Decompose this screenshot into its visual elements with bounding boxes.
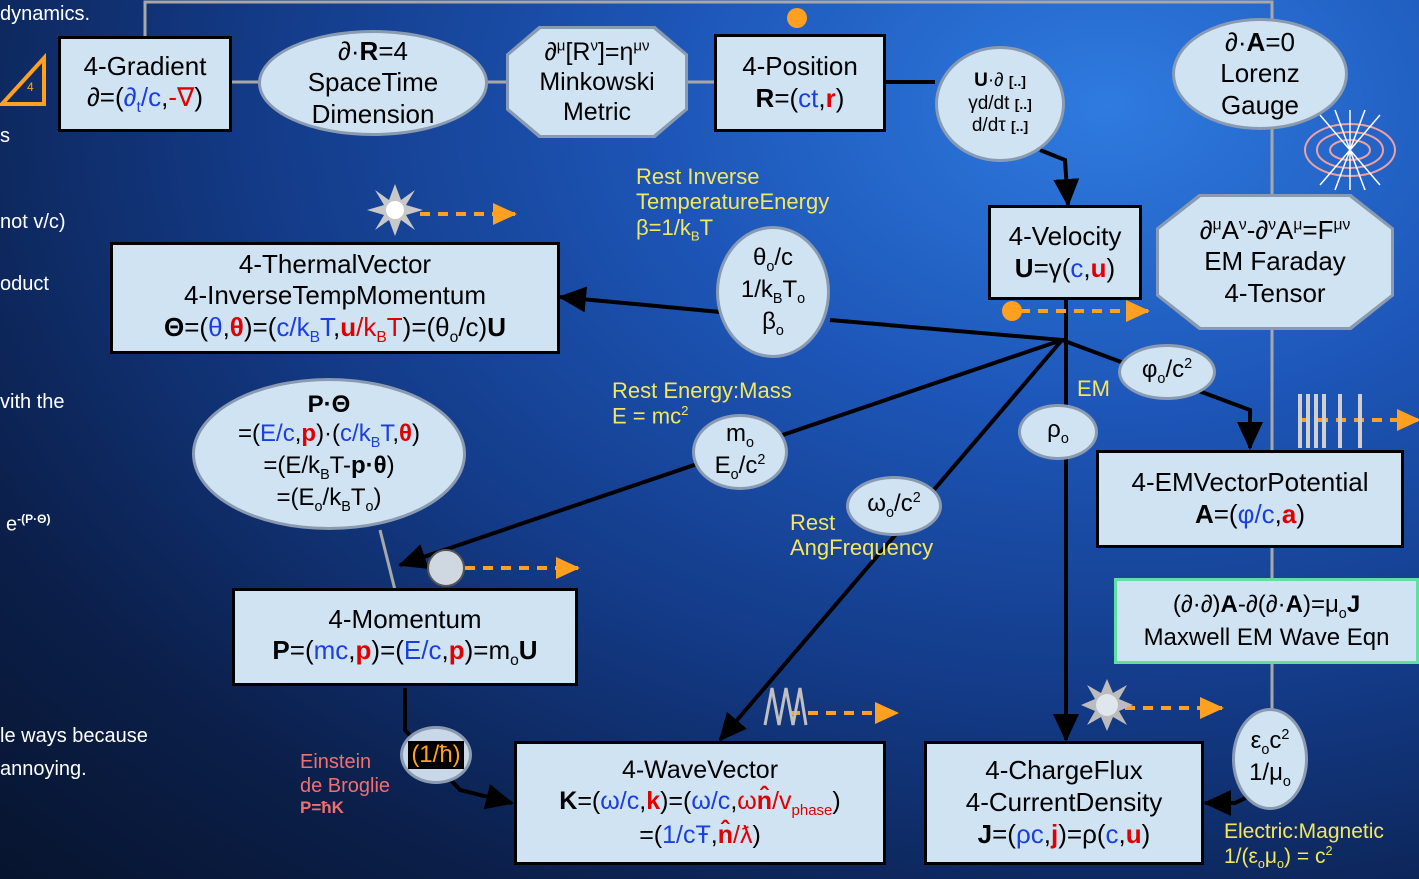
momentum-particle-icon xyxy=(427,549,465,587)
theta-rest-ellipse: θo/c 1/kBTo βo xyxy=(716,226,830,358)
velocity-box: 4-Velocity U=γ(c,u) xyxy=(988,205,1142,300)
spacetime-line3: Dimension xyxy=(311,98,435,129)
momentum-title: 4-Momentum xyxy=(328,603,482,634)
position-box: 4-Position R=(ct,r) xyxy=(714,34,886,132)
eps-line2: 1/μo xyxy=(1249,759,1291,790)
epsilon-mu-ellipse: εoc2 1/μo xyxy=(1232,708,1308,810)
rest-ang-frequency-label: Rest AngFrequency xyxy=(790,510,934,561)
rho-ell-text: ρo xyxy=(1047,415,1069,447)
spacetime-line2: SpaceTime xyxy=(307,67,439,98)
em-label: EM xyxy=(1077,376,1110,401)
minkowski-line3: Metric xyxy=(562,98,632,126)
emvp-equation: A=(φ/c,a) xyxy=(1194,499,1306,529)
wavevector-equation2: =(1/cŦ,n̂/ƛ) xyxy=(639,821,761,850)
orange-dot-velocity xyxy=(1002,301,1022,321)
mass-line1: mo xyxy=(725,419,754,451)
momentum-equation: P=(mc,p)=(E/c,p)=moU xyxy=(272,635,538,670)
lorenz-gauge-ellipse: ∂·A=0 Lorenz Gauge xyxy=(1172,18,1348,130)
position-title: 4-Position xyxy=(742,51,858,82)
minkowski-metric-octagon: ∂μ[Rν]=ημν Minkowski Metric xyxy=(509,29,685,135)
thermal-equation: Θ=(θ,θ)=(c/kBT,u/kBT)=(θo/c)U xyxy=(164,312,506,347)
rho-rest-ellipse: ρo xyxy=(1018,404,1098,460)
inverse-hbar-ellipse: (1/ħ) xyxy=(400,726,472,784)
hbar-ell-text: (1/ħ) xyxy=(408,740,464,770)
faraday-line3: 4-Tensor xyxy=(1224,277,1326,308)
pdot-line4: =(Eo/kBTo) xyxy=(276,484,382,516)
wavevector-title: 4-WaveVector xyxy=(621,756,779,785)
charge-flux-box: 4-ChargeFlux 4-CurrentDensity J=(ρc,j)=ρ… xyxy=(924,741,1204,865)
chargeflux-line1: 4-ChargeFlux xyxy=(985,755,1143,786)
triangle-label: 4 xyxy=(27,80,34,94)
rest-mass-ellipse: mo Eo/c2 xyxy=(692,414,788,490)
em-faraday-tensor-octagon: ∂μAν-∂νAμ=Fμν EM Faraday 4-Tensor xyxy=(1159,197,1391,327)
side-note: oduct xyxy=(0,273,49,295)
em-vector-potential-box: 4-EMVectorPotential A=(φ/c,a) xyxy=(1096,450,1404,548)
maxwell-wave-eqn-box: (∂·∂)A-∂(∂·A)=μoJ Maxwell EM Wave Eqn xyxy=(1114,578,1419,664)
phi-rest-ellipse: φo/c2 xyxy=(1118,344,1216,400)
side-note: s xyxy=(0,125,10,147)
deriv-line1: U·∂ [..] xyxy=(974,69,1026,91)
deriv-line3: d/dτ [..] xyxy=(971,115,1029,137)
p-dot-theta-ellipse: P·Θ =(E/c,p)·(c/kBT,θ) =(E/kBT-p·θ) =(Eo… xyxy=(192,378,466,530)
chargeflux-line2: 4-CurrentDensity xyxy=(965,787,1163,818)
chargeflux-sun-icon xyxy=(1081,679,1133,731)
em-field-lines-icon xyxy=(1298,394,1362,448)
omega-rest-ellipse: ωo/c2 xyxy=(846,476,942,536)
tetrahedron-triangle-icon xyxy=(0,52,46,106)
side-note: vith the xyxy=(0,391,65,413)
derivative-ellipse: U·∂ [..] γd/dt [..] d/dτ [..] xyxy=(935,46,1065,162)
lorenz-line2: Lorenz xyxy=(1220,58,1300,89)
position-equation: R=(ct,r) xyxy=(755,83,845,113)
gradient-equation: ∂=(∂t/c,-∇) xyxy=(86,82,204,117)
pdot-title: P·Θ xyxy=(307,391,351,419)
faraday-equation: ∂μAν-∂νAμ=Fμν xyxy=(1199,215,1351,246)
deriv-line2: γd/dt [..] xyxy=(968,92,1032,114)
eps-line1: εoc2 xyxy=(1250,726,1290,758)
wavevector-box: 4-WaveVector K=(ω/c,k)=(ω/c,ωn̂/vphase) … xyxy=(514,741,886,865)
thermal-line1: 4-ThermalVector xyxy=(238,248,432,279)
maxwell-equation: (∂·∂)A-∂(∂·A)=μoJ xyxy=(1172,590,1361,622)
side-note: not v/c) xyxy=(0,211,66,233)
pdot-line2: =(E/c,p)·(c/kBT,θ) xyxy=(238,420,420,452)
pdot-line3: =(E/kBT-p·θ) xyxy=(263,452,395,484)
black-arrows xyxy=(398,80,1263,816)
side-note: le ways because xyxy=(0,725,148,747)
thermal-starburst-icon xyxy=(367,184,423,236)
gradient-title: 4-Gradient xyxy=(83,50,207,81)
thermal-vector-box: 4-ThermalVector 4-InverseTempMomentum Θ=… xyxy=(110,242,560,354)
rest-inverse-temp-label: Rest Inverse TemperatureEnergy β=1/kBT xyxy=(636,164,830,243)
wavevector-equation: K=(ω/c,k)=(ω/c,ωn̂/vphase) xyxy=(559,786,841,819)
faraday-line2: EM Faraday xyxy=(1204,246,1346,277)
lorenz-equation: ∂·A=0 xyxy=(1225,27,1295,58)
omega-ell-text: ωo/c2 xyxy=(867,489,921,521)
side-note: dynamics. xyxy=(0,3,91,25)
chargeflux-equation: J=(ρc,j)=ρ(c,u) xyxy=(977,818,1151,849)
spacetime-equation: ∂·R=4 xyxy=(338,36,408,67)
spacetime-dimension-ellipse: ∂·R=4 SpaceTime Dimension xyxy=(258,30,488,136)
velocity-equation: U=γ(c,u) xyxy=(1014,252,1116,283)
electric-magnetic-label: Electric:Magnetic 1/(εoμo) = c2 xyxy=(1224,820,1384,872)
wave-icon xyxy=(763,687,808,726)
theta-ell-line1: θo/c xyxy=(752,243,794,275)
velocity-title: 4-Velocity xyxy=(1008,220,1122,251)
rest-energy-label: Rest Energy:Mass E = mc2 xyxy=(612,378,792,429)
minkowski-equation: ∂μ[Rν]=ημν xyxy=(544,37,650,66)
einstein-de-broglie-label: Einstein de Broglie P=ħK xyxy=(300,751,391,817)
orange-dot-position xyxy=(787,8,807,28)
minkowski-line2: Minkowski xyxy=(539,68,655,96)
dipole-field-icon xyxy=(1304,109,1396,191)
momentum-box: 4-Momentum P=(mc,p)=(E/c,p)=moU xyxy=(232,588,578,686)
mass-line2: Eo/c2 xyxy=(714,452,766,483)
side-note: annoying. xyxy=(0,758,87,780)
emvp-title: 4-EMVectorPotential xyxy=(1131,467,1369,498)
gradient-box: 4-Gradient ∂=(∂t/c,-∇) xyxy=(58,36,232,132)
maxwell-line2: Maxwell EM Wave Eqn xyxy=(1143,624,1390,652)
thermal-line2: 4-InverseTempMomentum xyxy=(184,280,486,311)
theta-ell-line2: 1/kBTo xyxy=(740,275,806,307)
theta-ell-line3: βo xyxy=(762,308,784,339)
side-note-exp: e-(P·Θ) xyxy=(6,512,51,536)
phi-ell-text: φo/c2 xyxy=(1141,355,1193,387)
lorenz-line3: Gauge xyxy=(1220,89,1300,120)
